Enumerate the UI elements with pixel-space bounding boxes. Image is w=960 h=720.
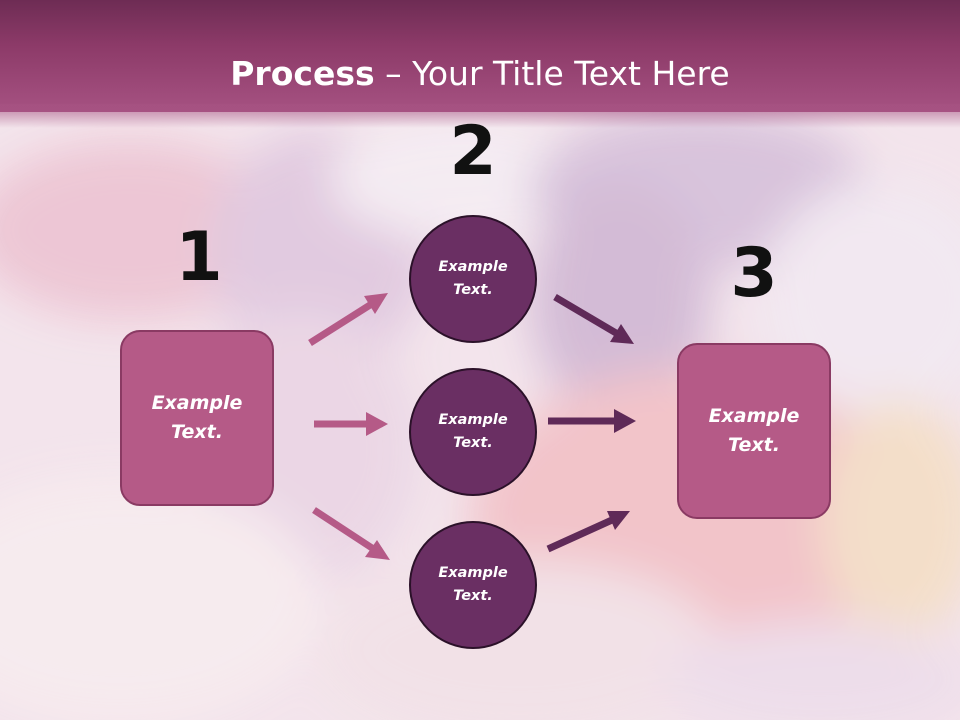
slide-title: Process – Your Title Text Here bbox=[0, 52, 960, 96]
right-box: Example Text. bbox=[677, 343, 831, 519]
circle-bottom: Example Text. bbox=[409, 521, 537, 649]
arrow-left-to-middle bbox=[314, 412, 388, 436]
arrow-left-to-bottom bbox=[312, 507, 390, 560]
circle-middle-text: Example Text. bbox=[438, 412, 508, 451]
step-number-2: 2 bbox=[449, 112, 497, 191]
left-box: Example Text. bbox=[120, 330, 274, 506]
title-bold: Process bbox=[230, 54, 375, 93]
title-bar-fade bbox=[0, 104, 960, 128]
left-box-text: Example Text. bbox=[151, 392, 243, 443]
circle-middle: Example Text. bbox=[409, 368, 537, 496]
circle-top: Example Text. bbox=[409, 215, 537, 343]
arrow-top-to-right bbox=[553, 293, 634, 344]
title-bar bbox=[0, 0, 960, 112]
step-number-1: 1 bbox=[175, 218, 223, 297]
arrow-left-to-top bbox=[308, 293, 388, 346]
arrow-middle-to-right bbox=[548, 409, 636, 433]
right-box-text: Example Text. bbox=[708, 405, 800, 456]
title-rest: – Your Title Text Here bbox=[374, 54, 730, 93]
circle-top-text: Example Text. bbox=[438, 259, 508, 298]
circle-bottom-text: Example Text. bbox=[438, 565, 508, 604]
arrow-bottom-to-right bbox=[546, 511, 630, 553]
step-number-3: 3 bbox=[730, 234, 778, 313]
